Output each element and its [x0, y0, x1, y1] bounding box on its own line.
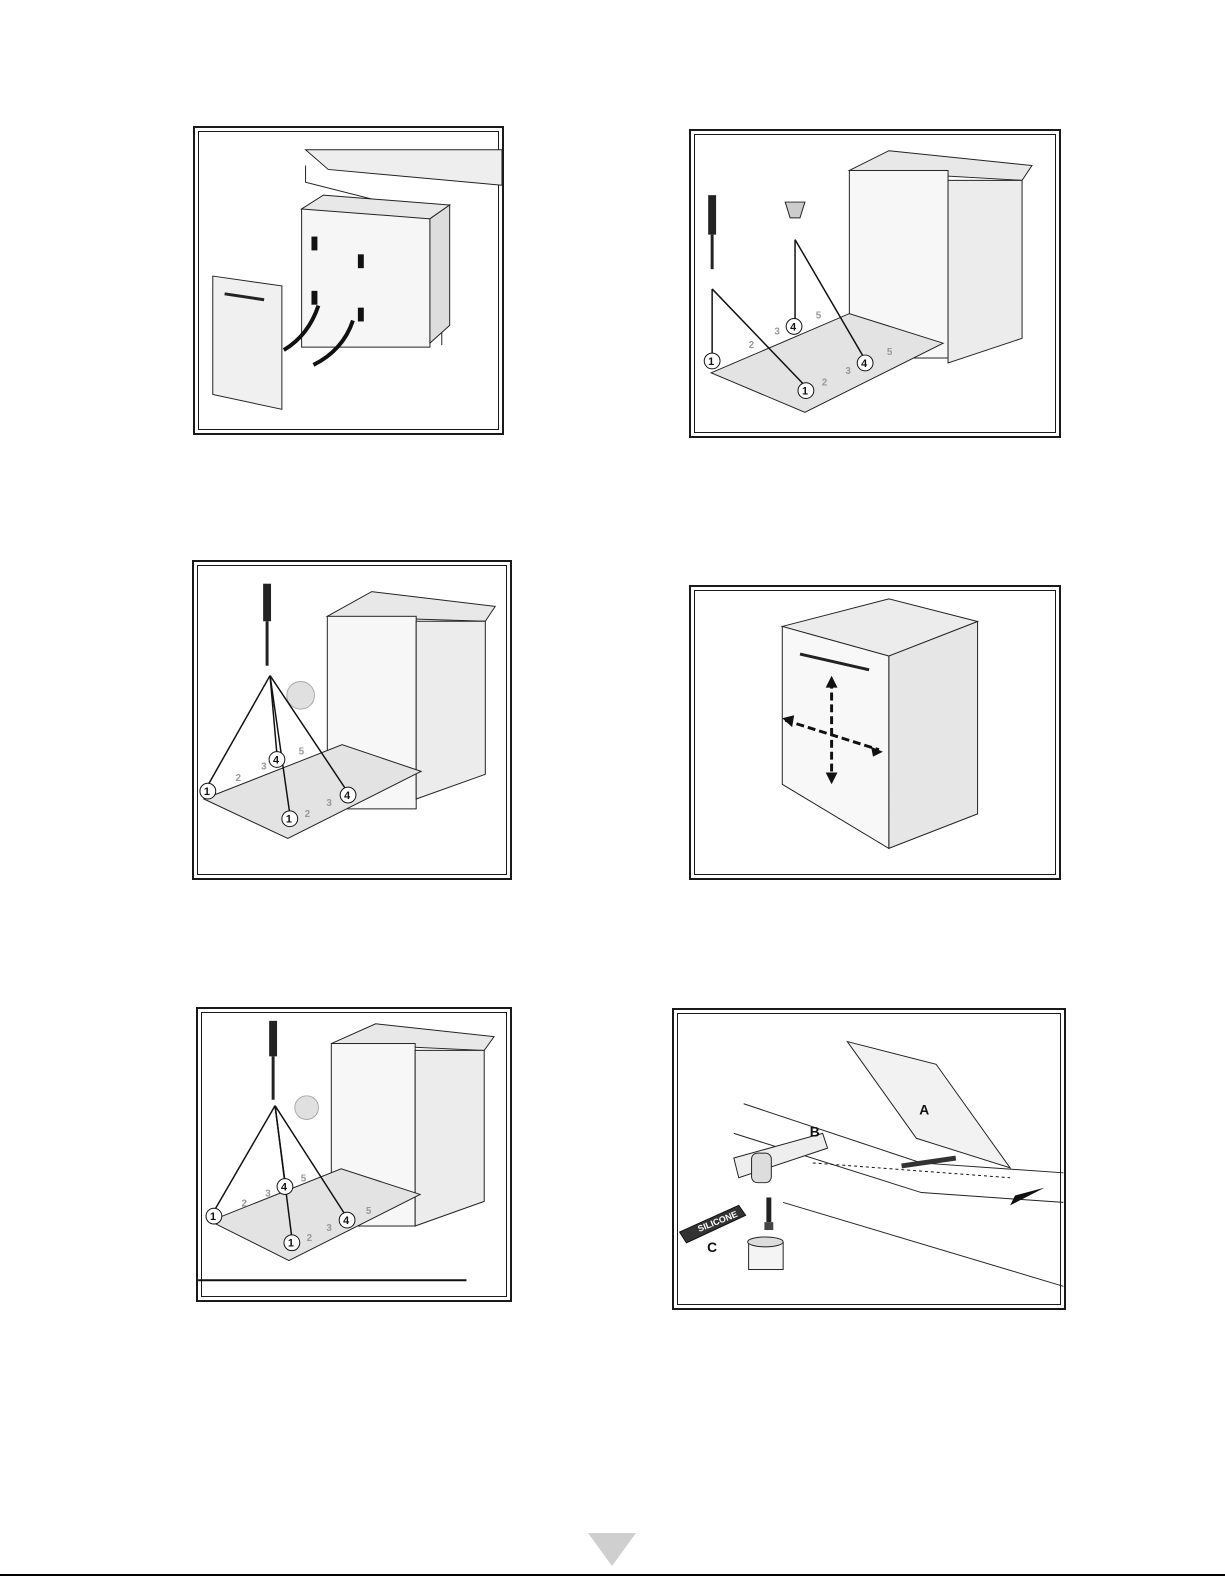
hole-number: 3: [326, 798, 332, 809]
callout-number: 4: [861, 358, 867, 370]
illustration-attach-door: [195, 128, 502, 433]
hole-number: 2: [235, 773, 241, 784]
figure-panel-fix-screws: 1 4 1 4 2 3 5 2 3: [192, 560, 512, 880]
screwdriver-icon: [263, 584, 271, 666]
callout-number: 4: [273, 754, 279, 766]
figure-panel-adjust-door: [689, 585, 1061, 880]
hole-number: 5: [301, 1174, 307, 1185]
page-marker-triangle: [588, 1533, 636, 1566]
hole-number: 3: [845, 366, 851, 377]
bracket-mark: [358, 254, 364, 268]
illustration-fix-screws-variant: 1 4 1 4 2 3 5 2 3 5: [198, 1009, 510, 1300]
illustration-fix-screws: 1 4 1 4 2 3 5 2 3: [194, 562, 510, 878]
hole-number: 5: [366, 1206, 372, 1217]
illustration-adjust-door: [691, 587, 1059, 878]
hole-number: 3: [265, 1188, 271, 1199]
illustration-worktop-cutting: A B SILICONE C: [674, 1010, 1064, 1308]
callout-number: 1: [708, 356, 714, 368]
hole-number: 5: [887, 347, 893, 358]
hole-number: 2: [749, 340, 755, 351]
callout-number: 4: [343, 1215, 349, 1227]
hole-number: 5: [299, 747, 305, 758]
hole-number: 2: [242, 1198, 248, 1209]
label-c: C: [707, 1239, 717, 1255]
bracket-mark: [358, 308, 364, 322]
callout-number: 1: [802, 386, 808, 398]
arrow-icon: [1010, 1188, 1045, 1206]
footer-rule: [0, 1574, 1225, 1576]
brush-icon: [764, 1197, 773, 1230]
callout-number: 4: [790, 321, 796, 333]
bracket-mark: [311, 237, 317, 251]
callout-number: 1: [286, 814, 292, 826]
pot-icon: [748, 1237, 784, 1270]
callout-number: 1: [204, 786, 210, 798]
hole-number: 3: [326, 1223, 332, 1234]
screwdriver-icon: [269, 1021, 277, 1100]
plug-icon: [785, 202, 805, 218]
callout-number: 4: [281, 1182, 287, 1194]
hole-number: 5: [816, 311, 822, 322]
callout-number: 1: [210, 1211, 216, 1223]
silicone-tube-icon: SILICONE: [680, 1205, 746, 1242]
hole-number: 2: [307, 1233, 313, 1244]
label-b: B: [810, 1123, 820, 1139]
label-a: A: [919, 1102, 929, 1118]
bracket-mark: [311, 291, 317, 305]
figure-panel-worktop-cutting: A B SILICONE C: [672, 1008, 1066, 1310]
figure-panel-attach-door: [193, 126, 504, 435]
figure-panel-remove-screws: 1 4 1 4 2 3 5 2 3 5: [689, 129, 1061, 438]
hole-number: 3: [774, 326, 780, 337]
callout-number: 1: [288, 1238, 294, 1250]
hole-number: 3: [261, 761, 267, 772]
hole-number: 2: [822, 378, 828, 389]
hole-number: 2: [305, 809, 311, 820]
screwdriver-icon: [708, 195, 716, 269]
figure-panel-fix-screws-variant: 1 4 1 4 2 3 5 2 3 5: [196, 1007, 512, 1302]
callout-number: 4: [344, 790, 350, 802]
illustration-remove-screws: 1 4 1 4 2 3 5 2 3 5: [691, 131, 1059, 436]
